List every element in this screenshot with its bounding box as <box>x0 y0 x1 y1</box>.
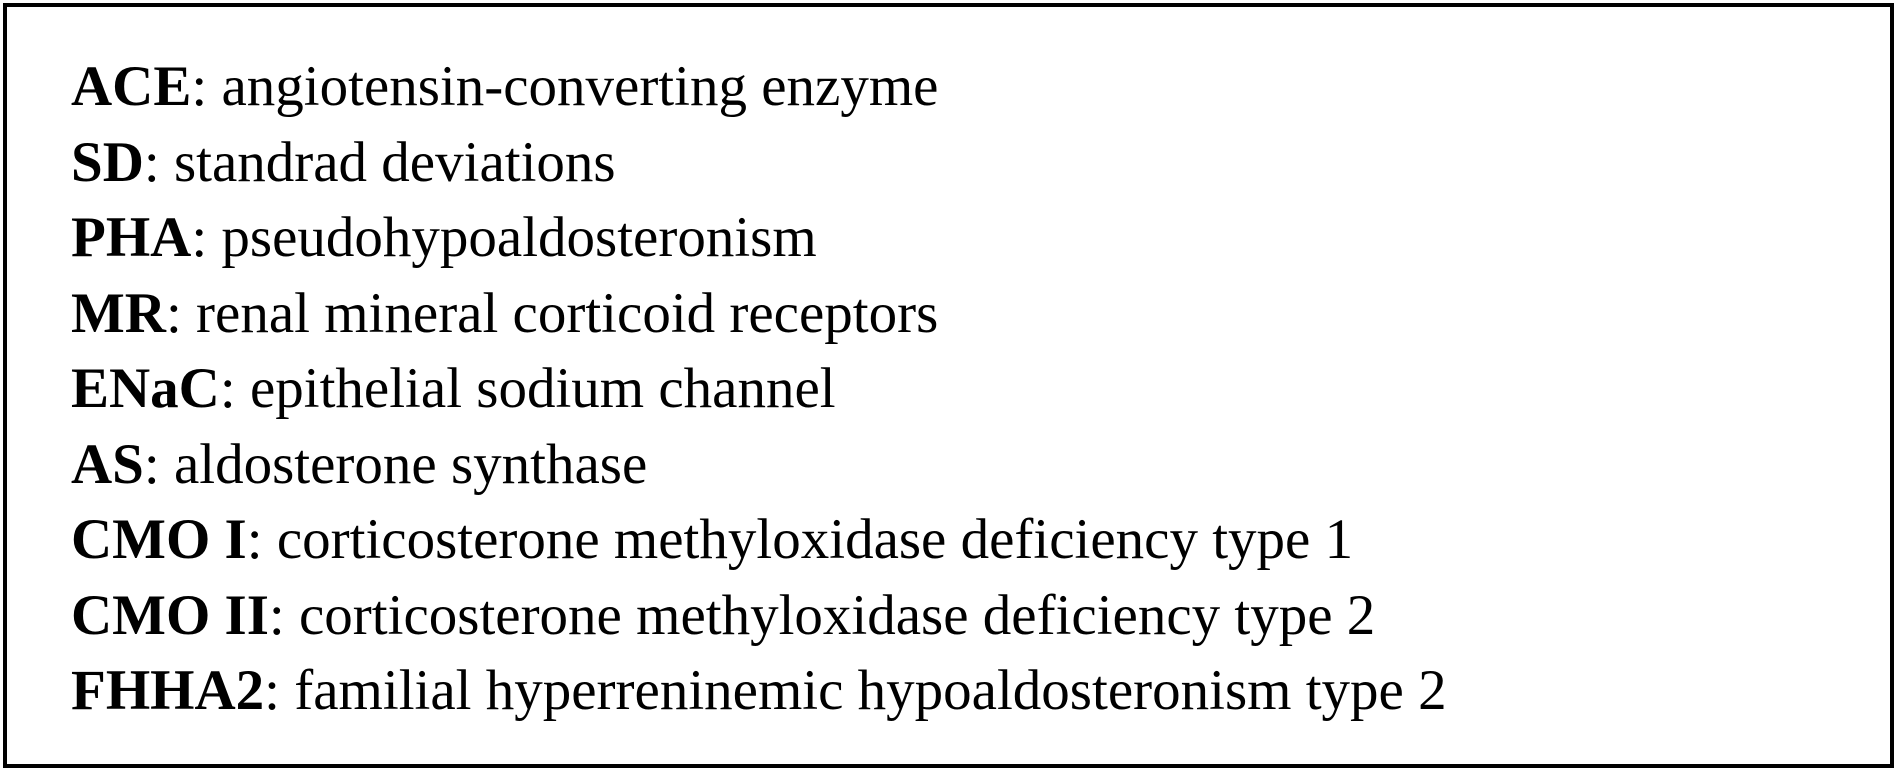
abbreviation-definition: : familial hyperreninemic hypoaldosteron… <box>264 659 1447 722</box>
abbreviation-row-cmo-1: CMO I: corticosterone methyloxidase defi… <box>71 502 1447 578</box>
abbreviation-list: ACE: angiotensin-converting enzyme SD: s… <box>71 49 1447 729</box>
abbreviation-row-fhha2: FHHA2: familial hyperreninemic hypoaldos… <box>71 653 1447 729</box>
abbreviation-definition: : standrad deviations <box>143 130 616 194</box>
abbreviation-row-ace: ACE: angiotensin-converting enzyme <box>71 49 1447 125</box>
abbreviation-term: PHA <box>71 206 192 269</box>
abbreviation-definition: : corticosterone methyloxidase deficienc… <box>268 583 1376 647</box>
abbreviation-definition: : pseudohypoaldosteronism <box>191 206 817 269</box>
abbreviation-row-pha: PHA: pseudohypoaldosteronism <box>71 200 1447 276</box>
abbreviation-row-sd: SD: standrad deviations <box>71 125 1447 201</box>
abbreviation-term: FHHA2 <box>71 659 265 722</box>
abbreviation-definition: : aldosterone synthase <box>143 432 648 496</box>
abbreviation-definition: : corticosterone methyloxidase deficienc… <box>246 508 1354 571</box>
abbreviation-definition: : angiotensin-converting enzyme <box>191 55 939 118</box>
abbreviation-definition: : epithelial sodium channel <box>219 357 836 420</box>
abbreviation-definition: : renal mineral corticoid receptors <box>165 281 939 345</box>
abbreviation-row-enac: ENaC: epithelial sodium channel <box>71 351 1447 427</box>
abbreviation-term: CMO II <box>71 583 269 647</box>
abbreviation-term: CMO I <box>71 508 247 571</box>
abbreviation-row-cmo-2: CMO II: corticosterone methyloxidase def… <box>71 578 1447 654</box>
abbreviation-term: ACE <box>71 55 192 118</box>
abbreviation-term: ENaC <box>71 357 220 420</box>
abbreviation-term: MR <box>71 281 166 345</box>
abbreviation-term: AS <box>71 432 144 496</box>
abbreviation-legend-box: ACE: angiotensin-converting enzyme SD: s… <box>3 3 1894 768</box>
abbreviation-row-as: AS: aldosterone synthase <box>71 427 1447 503</box>
abbreviation-row-mr: MR: renal mineral corticoid receptors <box>71 276 1447 352</box>
abbreviation-term: SD <box>71 130 144 194</box>
